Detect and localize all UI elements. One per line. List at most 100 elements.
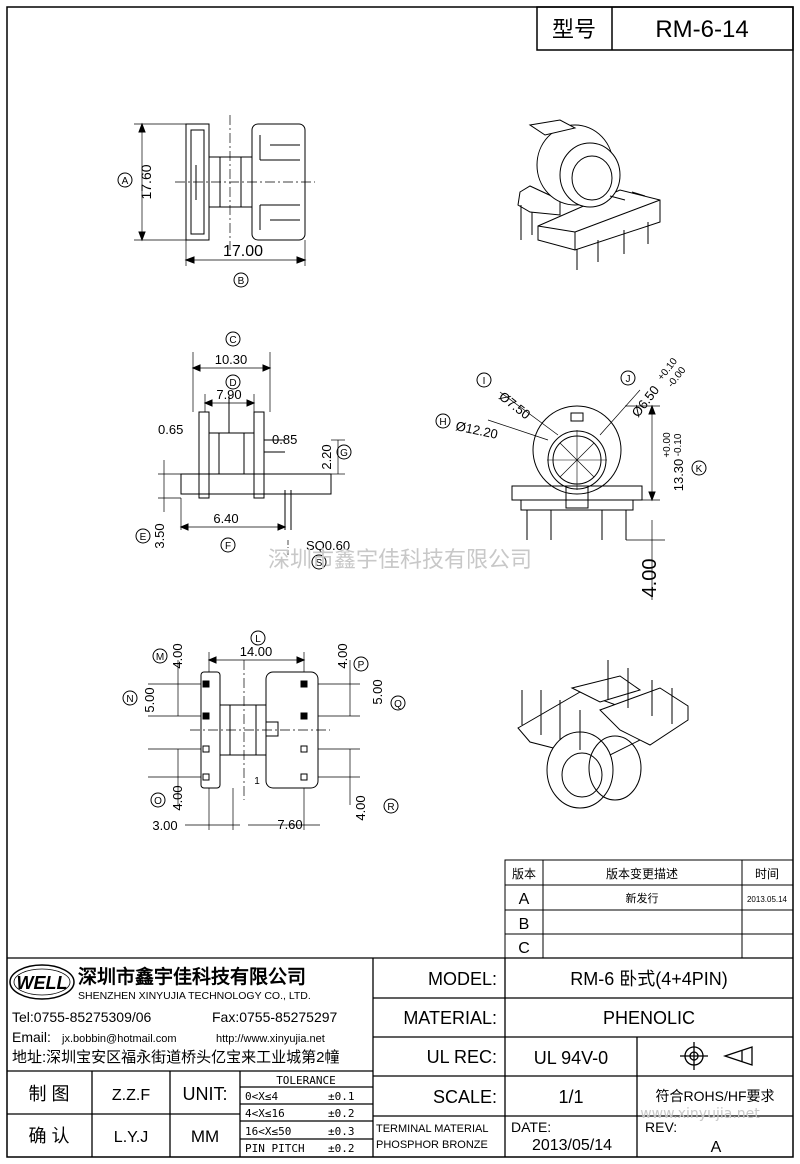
check-label: 确 认 <box>28 1126 69 1146</box>
dim-label-circle <box>225 374 241 390</box>
dim-i-value: Ø7.50 <box>496 389 533 423</box>
dim-label-circle <box>353 656 369 672</box>
company-email-label: Email: <box>12 1029 51 1045</box>
dim-n-value: 5.00 <box>142 687 157 712</box>
header-model-label: 型号 <box>552 17 596 42</box>
rev-row-b-ver: B <box>519 916 530 933</box>
isometric-view-bottom <box>517 660 689 809</box>
header-model-box: 型号 RM-6-14 <box>536 6 794 51</box>
rev-row-a-date: 2013.05.14 <box>747 895 788 904</box>
dim-s-value: SQ0.60 <box>306 538 350 553</box>
dim-label-circle <box>220 537 236 553</box>
dim-j-value: Ø6.50 <box>629 383 663 420</box>
dim-label-circle <box>250 630 266 646</box>
dim-label-g: G <box>340 448 348 459</box>
front-view <box>487 389 665 600</box>
model-label: MODEL: <box>428 969 497 989</box>
company-email: jx.bobbin@hotmail.com <box>61 1033 177 1045</box>
dim-o-value: 4.00 <box>170 785 185 810</box>
isometric-view-top <box>517 119 661 270</box>
dim-left-offset: 3.00 <box>152 818 177 833</box>
dim-label-circle <box>390 695 406 711</box>
dim-left-thickness: 0.65 <box>158 422 183 437</box>
dim-c-value: 10.30 <box>215 352 248 367</box>
dim-label-circle <box>225 331 241 347</box>
dim-q-value: 5.00 <box>370 679 385 704</box>
dim-label-circle <box>435 413 451 429</box>
dim-d-value: 7.90 <box>216 387 241 402</box>
watermark-cn: 深圳市鑫宇佳科技有限公司 <box>268 548 532 573</box>
date-value: 2013/05/14 <box>532 1137 612 1154</box>
company-logo: WELL <box>9 964 75 1000</box>
dim-label-m: M <box>156 652 164 663</box>
terminal-material-value: PHOSPHOR BRONZE <box>376 1139 488 1151</box>
dim-top-width: 17.00 <box>223 243 263 260</box>
dim-right-width: 7.60 <box>277 817 302 832</box>
tolerance-range-3: 16<X≤50 <box>245 1125 291 1138</box>
dim-label-h: H <box>439 417 446 428</box>
revision-table <box>504 859 794 959</box>
company-tel: Tel:0755-85275309/06 <box>12 1009 152 1025</box>
dim-r-value: 4.00 <box>353 795 368 820</box>
dim-label-j: J <box>626 374 631 385</box>
tolerance-range-4: PIN PITCH <box>245 1142 305 1155</box>
rev-row-a-ver: A <box>519 891 530 908</box>
title-block-grid <box>7 957 793 1157</box>
terminal-material-label: TERMINAL MATERIAL <box>376 1123 488 1135</box>
dim-label-circle <box>383 798 399 814</box>
draw-label: 制 图 <box>28 1084 69 1104</box>
dim-e-value: 3.50 <box>152 523 167 548</box>
dim-label-circle <box>311 554 327 570</box>
projection-symbol-icon <box>680 1042 753 1070</box>
tolerance-range-2: 4<X≤16 <box>245 1107 285 1120</box>
date-label: DATE: <box>511 1119 551 1135</box>
dim-f-value: 6.40 <box>213 511 238 526</box>
side-view <box>158 352 345 555</box>
dim-label-a: A <box>122 176 129 187</box>
tolerance-value-3: ±0.3 <box>328 1125 355 1138</box>
dim-label-f: F <box>225 541 231 552</box>
top-view <box>134 115 315 266</box>
dim-label-circle <box>152 648 168 664</box>
dim-label-d: D <box>229 378 236 389</box>
company-name-cn: 深圳市鑫宇佳科技有限公司 <box>78 965 306 988</box>
dim-p-value: 4.00 <box>335 643 350 668</box>
ulrec-value: UL 94V-0 <box>534 1048 608 1068</box>
dim-label-circle <box>122 690 138 706</box>
dim-label-s: S <box>316 558 323 569</box>
dim-label-q: Q <box>394 699 402 710</box>
rev-row-c-ver: C <box>518 940 530 957</box>
dim-label-circle <box>150 792 166 808</box>
watermark-url: www.xinyujia.net <box>640 1106 760 1122</box>
dim-label-l: L <box>255 634 261 645</box>
company-name-en: SHENZHEN XINYUJIA TECHNOLOGY CO., LTD. <box>78 990 311 1002</box>
material-label: MATERIAL: <box>403 1008 497 1028</box>
dim-l-value: 14.00 <box>240 644 273 659</box>
unit-value: MM <box>191 1127 219 1146</box>
dim-label-n: N <box>126 694 133 705</box>
tolerance-value-1: ±0.1 <box>328 1090 355 1103</box>
dim-k-tol-plus: +0.00 <box>662 432 673 458</box>
dim-m-value: 4.00 <box>170 643 185 668</box>
logo-text: WELL <box>17 973 68 993</box>
check-value: L.Y.J <box>114 1129 148 1146</box>
material-value: PHENOLIC <box>603 1008 695 1028</box>
dim-label-o: O <box>154 796 162 807</box>
tolerance-value-2: ±0.2 <box>328 1107 355 1120</box>
dim-label-r: R <box>387 802 394 813</box>
dim-label-circle <box>620 370 636 386</box>
scale-label: SCALE: <box>433 1087 497 1107</box>
rev-header-ver: 版本 <box>512 867 536 881</box>
bottom-view <box>148 652 360 830</box>
dim-g-value: 2.20 <box>319 444 334 469</box>
dim-mid-thickness: 0.85 <box>272 432 297 447</box>
dim-label-c: C <box>229 335 236 346</box>
rev-value: A <box>711 1139 722 1156</box>
company-website: http://www.xinyujia.net <box>216 1033 325 1045</box>
dim-label-circle <box>476 372 492 388</box>
unit-label: UNIT: <box>183 1084 228 1104</box>
dim-label-circle <box>117 172 133 188</box>
scale-value: 1/1 <box>558 1087 583 1107</box>
header-model-value: RM-6-14 <box>655 16 748 43</box>
